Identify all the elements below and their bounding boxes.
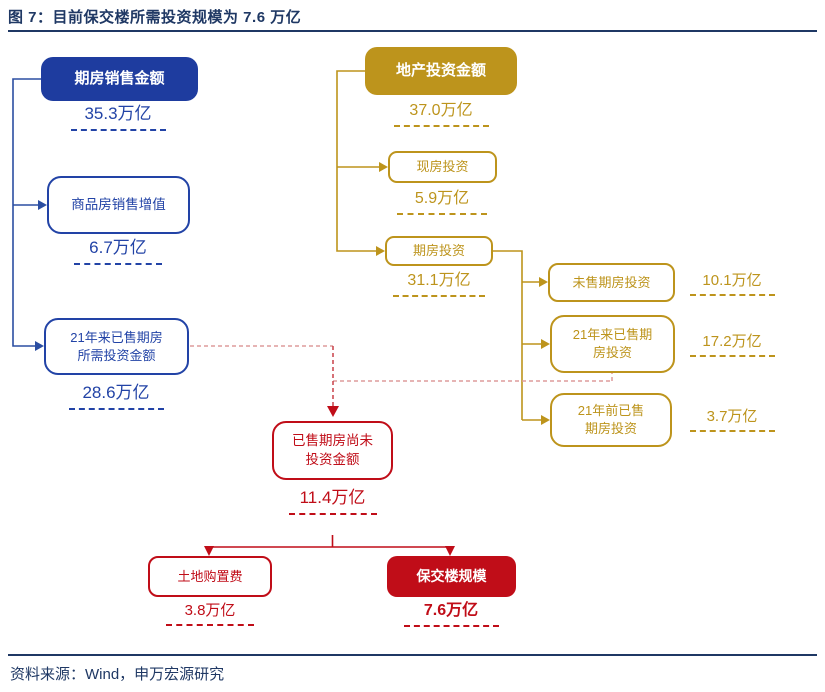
arrow-right-icon: [379, 162, 388, 172]
value-text: 3.8万亿: [184, 602, 236, 619]
value-presale-inv: 31.1万亿: [379, 272, 499, 298]
node-property-inv: 地产投资金额: [365, 47, 517, 95]
dashed-underline: [689, 355, 775, 358]
node-delivery-guarantee-scale: 保交楼规模: [387, 556, 516, 597]
value-text: 28.6万亿: [82, 383, 150, 402]
node-commodity-sales-va: 商品房销售增值: [47, 176, 190, 234]
value-sold-presale-uninvested: 11.4万亿: [272, 488, 393, 515]
value-delivery-guarantee-scale: 7.6万亿: [391, 602, 511, 628]
value-presale-sales: 35.3万亿: [58, 104, 178, 131]
red-arrowheads: [204, 546, 455, 556]
node-presale-sales: 期房销售金额: [41, 57, 198, 101]
node-sold-presale-uninvested: 已售期房尚未 投资金额: [272, 421, 393, 480]
node-existing-home-inv: 现房投资: [388, 151, 497, 183]
value-text: 35.3万亿: [84, 104, 152, 123]
red-dashed-connectors: [190, 345, 613, 406]
source-note: 资料来源：Wind，申万宏源研究: [10, 666, 225, 683]
footer-divider: [8, 654, 817, 656]
dashed-underline: [397, 213, 487, 216]
value-existing-home-inv: 5.9万亿: [382, 190, 502, 216]
node-land-purchase-fee: 土地购置费: [148, 556, 272, 597]
dashed-underline: [74, 262, 162, 265]
node-since21-required-inv: 21年来已售期房 所需投资金额: [44, 318, 189, 375]
value-since21-required-inv: 28.6万亿: [56, 383, 176, 410]
blue-branch-line: [12, 78, 41, 347]
arrow-down-icon: [445, 546, 455, 556]
value-text: 17.2万亿: [702, 333, 762, 350]
arrow-right-icon: [35, 341, 44, 351]
value-text: 10.1万亿: [702, 272, 762, 289]
arrow-right-icon: [541, 339, 550, 349]
title-divider: [8, 30, 817, 32]
dashed-underline: [288, 512, 377, 515]
value-text: 11.4万亿: [299, 488, 366, 507]
node-since21-sold-presale-inv: 21年来已售期 房投资: [550, 315, 675, 373]
node-unsold-presale-inv: 未售期房投资: [548, 263, 675, 302]
dashed-underline: [689, 294, 775, 297]
figure-title: 图 7：目前保交楼所需投资规模为 7.6 万亿: [8, 9, 302, 26]
value-property-inv: 37.0万亿: [381, 102, 501, 128]
value-before21-sold-presale-inv: 3.7万亿: [687, 408, 777, 433]
value-text: 5.9万亿: [414, 190, 470, 207]
node-presale-inv: 期房投资: [385, 236, 493, 266]
arrow-right-icon: [541, 415, 550, 425]
dashed-underline: [403, 625, 499, 628]
node-before21-sold-presale-inv: 21年前已售 期房投资: [550, 393, 672, 447]
arrow-right-icon: [539, 277, 548, 287]
value-text: 3.7万亿: [706, 408, 758, 425]
gold-branch-line: [336, 70, 376, 252]
arrow-down-icon: [204, 546, 214, 556]
dashed-underline: [393, 295, 485, 298]
value-land-purchase-fee: 3.8万亿: [150, 602, 270, 627]
value-text: 7.6万亿: [423, 602, 479, 619]
value-text: 31.1万亿: [407, 272, 471, 289]
dashed-underline: [393, 125, 489, 128]
dashed-underline: [689, 430, 775, 433]
dashed-underline: [70, 128, 166, 131]
arrow-down-icon: [327, 406, 339, 417]
value-text: 37.0万亿: [409, 102, 473, 119]
value-commodity-sales-va: 6.7万亿: [58, 238, 178, 265]
dashed-underline: [166, 624, 254, 627]
dashed-underline: [68, 407, 164, 410]
value-since21-sold-presale-inv: 17.2万亿: [687, 333, 777, 358]
value-unsold-presale-inv: 10.1万亿: [687, 272, 777, 297]
arrow-right-icon: [38, 200, 47, 210]
arrow-right-icon: [376, 246, 385, 256]
value-text: 6.7万亿: [89, 238, 147, 257]
blue-connectors: [12, 78, 41, 347]
red-connectors: [209, 535, 450, 548]
